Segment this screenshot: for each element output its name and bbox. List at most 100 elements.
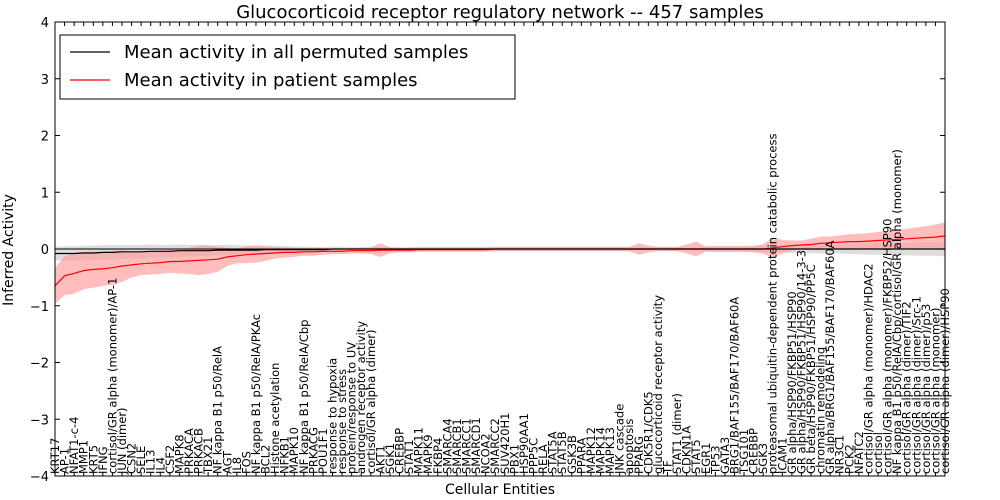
x-category-label: PRKACG — [306, 427, 320, 474]
x-category-label: GR beta/HSP90/FKBP51/HSP90/PP5C — [804, 264, 818, 474]
x-category-label: POU1F1 — [316, 428, 330, 474]
x-category-label: GR alpha/HSP90/FKBP51/HSP90/14-3-3 — [794, 250, 808, 474]
x-category-label: glucocorticoid receptor activity — [651, 295, 665, 474]
x-category-label: SGK3 — [756, 443, 770, 474]
x-category-label: GATA3 — [718, 437, 732, 474]
x-category-label: NFKB1 — [278, 436, 292, 474]
x-category-label: SGK1 — [383, 443, 397, 474]
x-category-label: MAPK8 — [172, 434, 186, 474]
x-category-label: cortisol/GR alpha (monomer)/FKBP52/HSP90 — [881, 219, 895, 474]
x-category-label: TF — [660, 460, 674, 475]
plot-frame — [54, 21, 946, 477]
x-category-label: GR alpha/BRG1/BAF155/BAF170/BAF60A — [823, 240, 837, 474]
category-labels: KRT17AP-1NFAT1-c-4MMP1KRT5IFNGcortisol/G… — [48, 133, 952, 475]
x-category-label: AP-1 — [58, 448, 72, 474]
x-category-label: JNK cascade — [613, 404, 627, 475]
x-category-label: NF kappa B1 p50/RelA/Cbp/cortisol/GR alp… — [890, 149, 904, 474]
legend-entry-patient: Mean activity in patient samples — [124, 70, 418, 91]
x-category-label: AGT — [220, 450, 234, 474]
x-category-label: PRKACB — [192, 428, 206, 474]
x-category-label: MAPK14 — [593, 427, 607, 474]
x-category-label: PBX1 — [507, 444, 521, 474]
y-tick-label: −1 — [30, 300, 49, 315]
x-category-label: GSK3B — [565, 435, 579, 474]
x-category-label: cortisol/GR alpha (dimer)/p53 — [919, 304, 933, 474]
x-category-label: IL4 — [153, 457, 167, 474]
x-category-label: cortisol/GR alpha (dimer)/Src-1 — [909, 296, 923, 474]
x-category-label: EGR1 — [699, 443, 713, 475]
x-category-label: protein/response to UV — [345, 342, 359, 474]
x-category-label: PCK2 — [842, 444, 856, 474]
x-category-label: PPARG — [632, 436, 646, 474]
confidence-bands — [55, 222, 945, 304]
y-tick-label: −3 — [30, 413, 49, 428]
x-category-label: NF kappa B1 p50/RelA — [211, 346, 225, 474]
x-category-label: GR alpha/HSP90/FKBP51/HSP90 — [785, 291, 799, 474]
chart-title: Glucocorticoid receptor regulatory netwo… — [236, 2, 764, 23]
y-tick-label: 0 — [41, 243, 49, 258]
legend-entry-permuted: Mean activity in all permuted samples — [124, 42, 468, 63]
x-category-label: CDKN1A — [680, 426, 694, 474]
x-category-label: NFATC2 — [852, 431, 866, 474]
x-category-label: MAPK12 — [584, 427, 598, 474]
x-category-label: CDK5R1/CDK5 — [641, 391, 655, 474]
x-category-label: cortisol/GR alpha (dimer) — [364, 330, 378, 474]
x-category-label: SUV420H1 — [498, 413, 512, 474]
x-category-label: MMP1 — [77, 440, 91, 474]
x-category-label: SELE — [134, 446, 148, 474]
x-category-label: SMARCD1 — [469, 417, 483, 474]
y-tick-label: 1 — [41, 186, 49, 201]
x-category-label: KRT5 — [86, 445, 100, 474]
x-category-label: CREBBP — [393, 428, 407, 474]
x-axis — [54, 22, 946, 476]
x-category-label: MAPK13 — [603, 427, 617, 474]
x-category-label: androgen receptor activity — [354, 321, 368, 474]
x-category-label: SMARCB1 — [450, 418, 464, 474]
x-category-label: Histone acetylation — [268, 363, 282, 474]
x-category-label: AKT1 — [373, 445, 387, 474]
x-category-label: STAT1 — [402, 439, 416, 474]
x-category-label: NFAT1-c-4 — [67, 417, 81, 474]
x-category-label: FKBP4 — [431, 438, 445, 474]
x-category-label: TBX21 — [201, 437, 215, 475]
patient-band — [55, 222, 945, 304]
x-category-label: SMARCA4 — [440, 418, 454, 474]
x-category-label: cortisol/GR alpha (dimer)/TIF2 — [900, 301, 914, 474]
y-axis-title: Inferred Activity — [1, 194, 17, 306]
x-category-label: STAT5B — [555, 431, 569, 474]
x-category-label: STAT1 (dimer) — [670, 393, 684, 474]
x-category-label: SMARCC1 — [460, 418, 474, 474]
x-category-label: chromatin remodeling — [814, 347, 828, 474]
x-category-label: SMARCC2 — [488, 418, 502, 474]
x-category-label: HSP90AA1 — [517, 413, 531, 474]
x-category-label: MAPK10 — [287, 427, 301, 474]
x-category-label: cortisol — [871, 432, 885, 474]
x-category-label: response to hypoxia — [326, 358, 340, 474]
x-category-label: cortisol/GR alpha (monomer)/HDAC2 — [861, 263, 875, 474]
y-tick-label: 4 — [41, 16, 49, 31]
x-category-label: RELA — [536, 444, 550, 474]
x-category-label: CREBBP — [747, 428, 761, 474]
x-category-label: IFNG — [96, 446, 110, 474]
y-tick-label: −4 — [30, 470, 49, 485]
y-tick-label: 3 — [41, 73, 49, 88]
x-category-label: STAT5 — [689, 439, 703, 474]
x-category-label: PPARA — [574, 437, 588, 474]
x-category-label: JUN (dimer) — [115, 407, 129, 475]
x-category-label: CSF2 — [163, 445, 177, 474]
y-tick-label: −2 — [30, 357, 49, 372]
x-category-label: cortisol/GR alpha (monomer)/AP-1 — [105, 278, 119, 474]
x-category-label: NF kappa B1 p50/RelA/Cbp — [297, 320, 311, 474]
x-category-label: NF kappa B1 p50/RelA/PKAc — [249, 314, 263, 474]
x-category-label: BRG1/BAF155/BAF170/BAF60A — [727, 297, 741, 474]
x-category-label: cortisol/GR alpha (monomer) — [928, 307, 942, 474]
x-category-label: TSG101 — [737, 429, 751, 475]
legend-box — [59, 34, 516, 100]
x-category-label: IL13 — [144, 450, 158, 474]
x-category-label: PRKACA — [182, 428, 196, 474]
x-category-label: TP53 — [708, 445, 722, 475]
x-category-label: proteasomal ubiquitin-dependent protein … — [766, 133, 780, 474]
legend: Mean activity in all permuted samples Me… — [59, 34, 516, 100]
